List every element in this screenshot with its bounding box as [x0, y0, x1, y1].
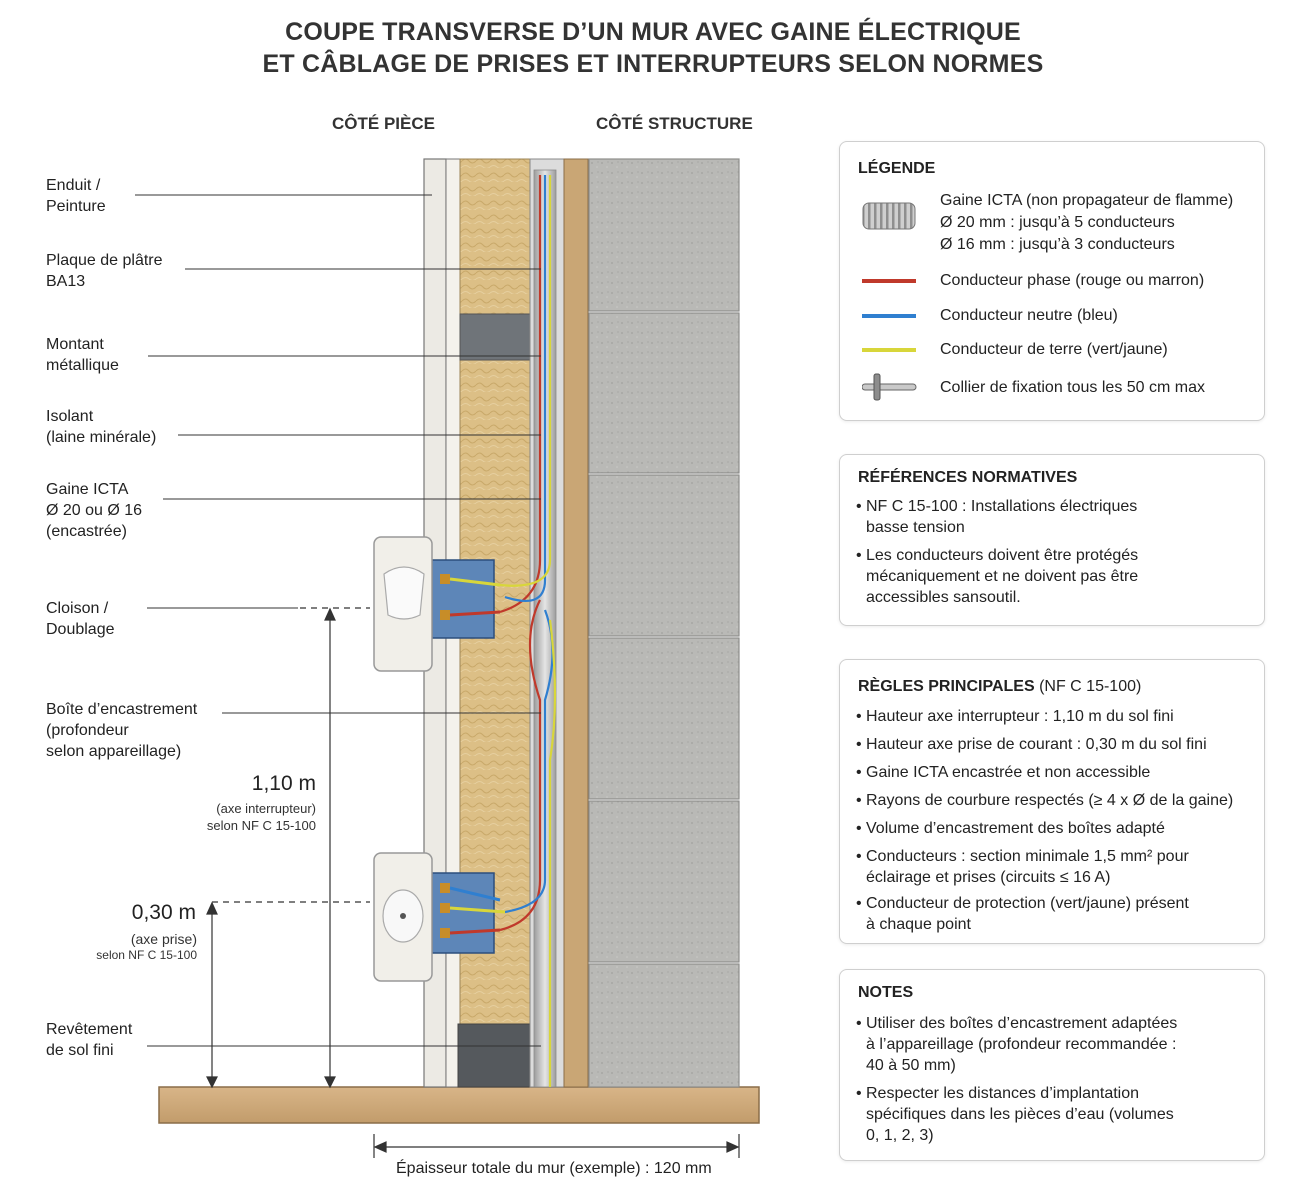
- list-item: Volume d’encastrement des boîtes adapté: [856, 818, 1254, 839]
- list-item: Rayons de courbure respectés (≥ 4 x Ø de…: [856, 790, 1254, 811]
- references-title: RÉFÉRENCES NORMATIVES: [858, 469, 1078, 486]
- leader-lines: [135, 194, 541, 1047]
- concrete-blocks: [588, 158, 740, 1088]
- legend-neutral-text: Conducteur neutre (bleu): [940, 307, 1118, 324]
- structure-side-header: CÔTÉ STRUCTURE: [596, 114, 753, 133]
- phase-line-icon: [862, 279, 916, 283]
- legend-phase-text: Conducteur phase (rouge ou marron): [940, 272, 1205, 289]
- switch-height-value: 1,10 m: [251, 772, 316, 795]
- outlet-height-note: (axe prise)selon NF C 15-100: [96, 931, 197, 962]
- list-item: Conducteur de protection (vert/jaune) pr…: [856, 893, 1254, 935]
- list-item: Les conducteurs doivent être protégésméc…: [856, 545, 1254, 608]
- earth-line-icon: [862, 348, 916, 352]
- list-item: Hauteur axe prise de courant : 0,30 m du…: [856, 734, 1254, 755]
- rules-list: Hauteur axe interrupteur : 1,10 m du sol…: [856, 706, 1254, 935]
- legend-earth-text: Conducteur de terre (vert/jaune): [940, 341, 1168, 358]
- finished-floor: [158, 1086, 760, 1124]
- page-title: COUPE TRANSVERSE D’UN MUR AVEC GAINE ÉLE…: [0, 16, 1306, 80]
- conductors: [499, 175, 557, 1087]
- list-item: Gaine ICTA encastrée et non accessible: [856, 762, 1254, 783]
- notes-list: Utiliser des boîtes d’encastrement adapt…: [856, 1013, 1254, 1146]
- legend-title: LÉGENDE: [858, 160, 936, 177]
- rules-panel: RÈGLES PRINCIPALES (NF C 15-100) Hauteur…: [839, 659, 1265, 944]
- clamp-icon: [862, 373, 917, 401]
- title-line-1: COUPE TRANSVERSE D’UN MUR AVEC GAINE ÉLE…: [285, 18, 1021, 46]
- title-line-2: ET CÂBLAGE DE PRISES ET INTERRUPTEURS SE…: [262, 50, 1044, 78]
- references-list: NF C 15-100 : Installations électriquesb…: [856, 496, 1254, 608]
- list-item: Hauteur axe interrupteur : 1,10 m du sol…: [856, 706, 1254, 727]
- switch-height-note: (axe interrupteur)selon NF C 15-100: [206, 801, 316, 833]
- notes-panel: NOTES Utiliser des boîtes d’encastrement…: [839, 969, 1265, 1161]
- legend-clamp-text: Collier de fixation tous les 50 cm max: [940, 379, 1205, 396]
- label-isolant: Isolant(laine minérale): [46, 408, 157, 446]
- list-item: Utiliser des boîtes d’encastrement adapt…: [856, 1013, 1254, 1076]
- label-enduit: Enduit /Peinture: [46, 177, 106, 215]
- room-side-header: CÔTÉ PIÈCE: [332, 114, 435, 133]
- notes-title: NOTES: [858, 984, 914, 1001]
- outlet-height-value: 0,30 m: [131, 901, 196, 924]
- list-item: Respecter les distances d’implantationsp…: [856, 1083, 1254, 1146]
- legend-conduit-text: Gaine ICTA (non propagateur de flamme) Ø…: [940, 192, 1234, 253]
- rules-title: RÈGLES PRINCIPALES (NF C 15-100): [858, 678, 1142, 695]
- outlet-assembly: [373, 852, 506, 982]
- switch-assembly: [373, 536, 501, 672]
- wood-strip: [563, 158, 589, 1088]
- label-cloison: Cloison /Doublage: [46, 600, 115, 638]
- neutral-line-icon: [862, 314, 916, 318]
- conduit-icon: [862, 202, 916, 230]
- list-item: Conducteurs : section minimale 1,5 mm² p…: [856, 846, 1254, 888]
- dimension-lines: [206, 607, 740, 1158]
- list-item: NF C 15-100 : Installations électriquesb…: [856, 496, 1254, 538]
- references-panel: RÉFÉRENCES NORMATIVES NF C 15-100 : Inst…: [839, 454, 1265, 626]
- legend-panel: LÉGENDE Gaine ICTA (non propagateur de f…: [839, 141, 1265, 421]
- wall-thickness-note: Épaisseur totale du mur (exemple) : 120 …: [396, 1160, 712, 1177]
